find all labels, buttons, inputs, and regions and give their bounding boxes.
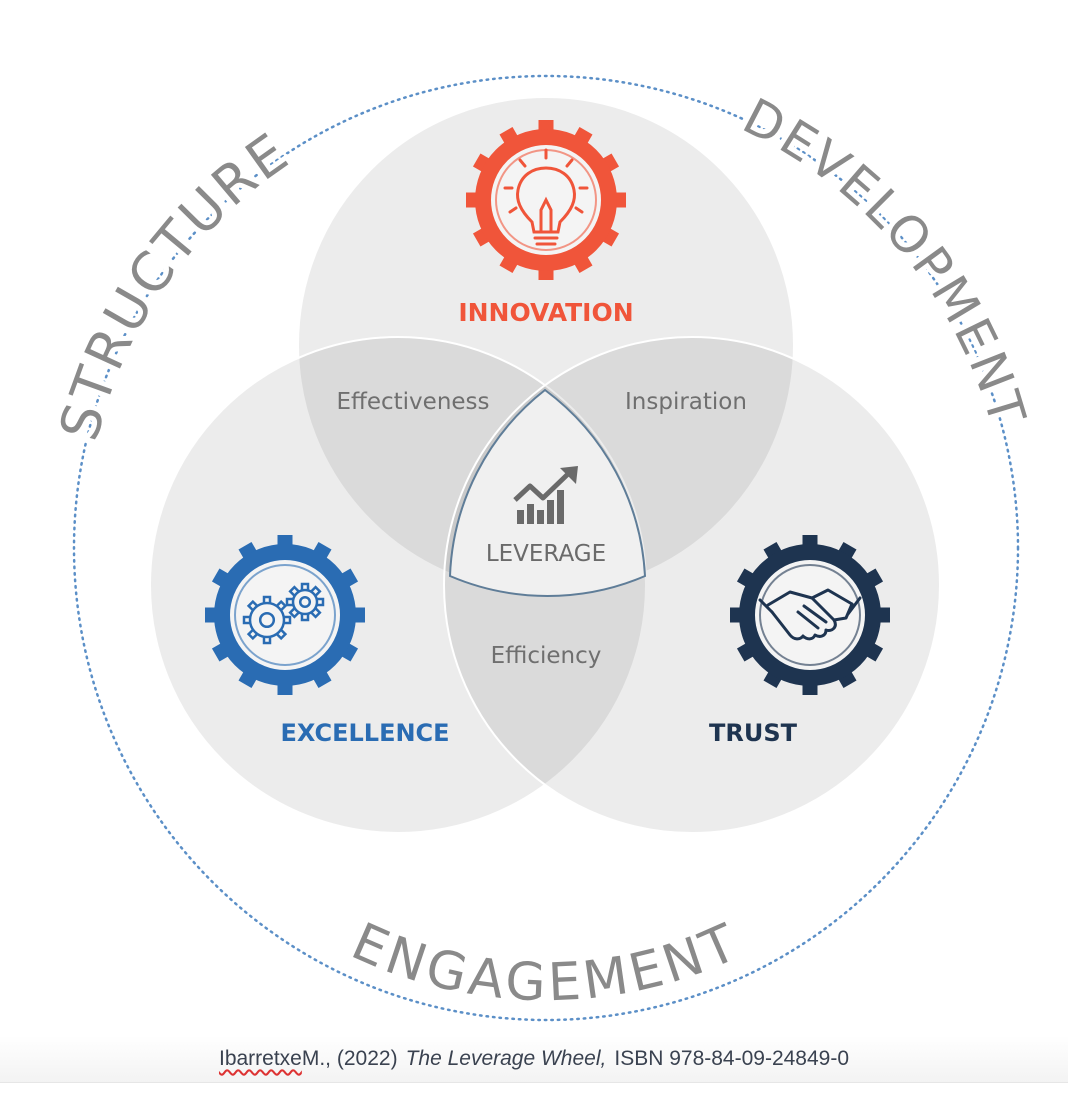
lightbulb-icon (503, 148, 589, 246)
leverage-label: LEVERAGE (486, 541, 606, 567)
excellence-label: EXCELLENCE (280, 719, 449, 747)
growth-chart-icon (513, 466, 578, 524)
caption-year: M., (2022) (301, 1047, 398, 1070)
venn-circles (149, 96, 941, 834)
efficiency-label: Efficiency (491, 643, 602, 669)
effectiveness-label: Effectiveness (336, 389, 489, 415)
trust-gear-icon (730, 535, 890, 695)
caption-author: Ibarretxe (218, 1047, 302, 1070)
inspiration-label: Inspiration (625, 389, 747, 415)
caption-title: The Leverage Wheel, (405, 1047, 607, 1070)
excellence-gear-icon (205, 535, 365, 695)
handshake-icon (758, 588, 862, 641)
caption-isbn: ISBN 978-84-09-24849-0 (614, 1047, 850, 1070)
innovation-label: INNOVATION (458, 298, 633, 327)
gears-icon (242, 582, 325, 645)
outer-dotted-ring (72, 74, 1020, 1022)
trust-label: TRUST (709, 719, 798, 747)
